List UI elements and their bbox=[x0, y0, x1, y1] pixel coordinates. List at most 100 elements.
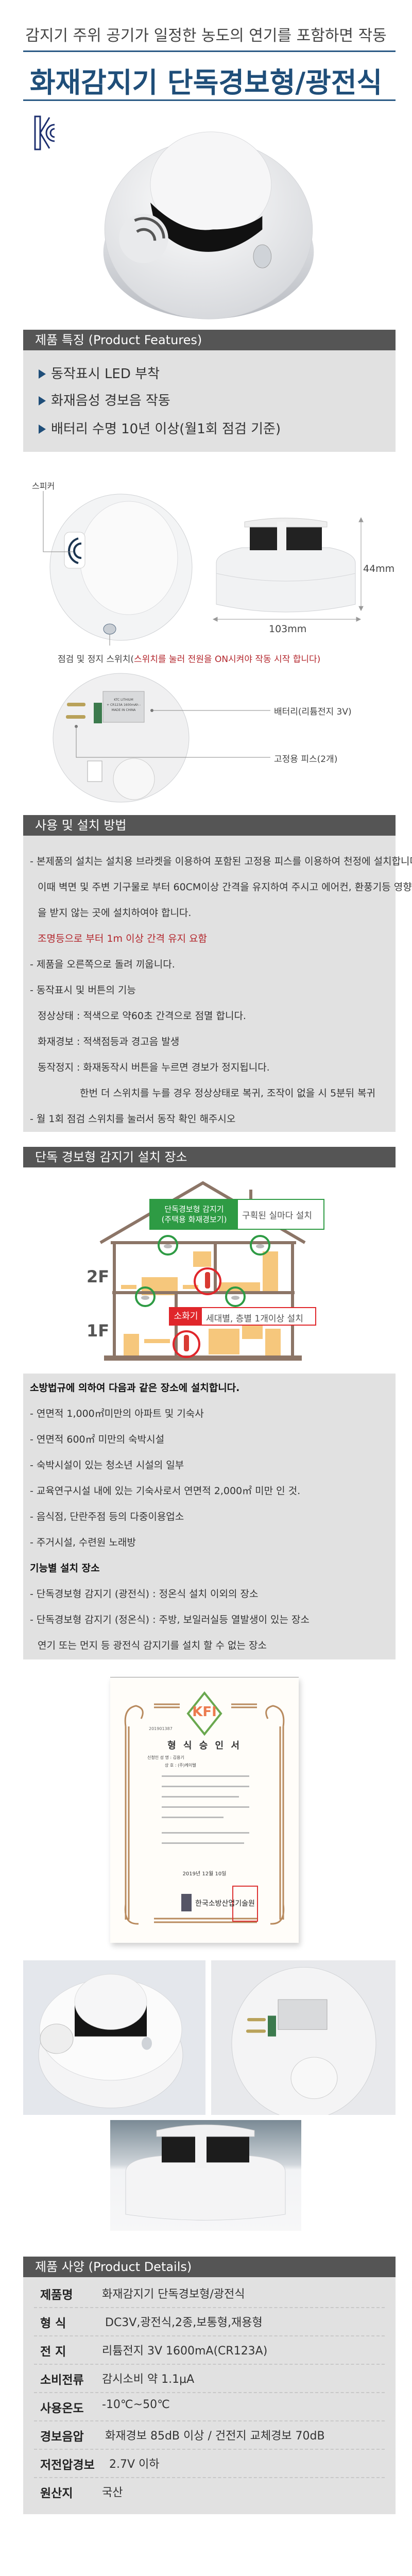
certificate-section: KFI 201901387 형 식 승 인 서 신청인 성 명 : 김용기 상 … bbox=[0, 1675, 412, 1960]
extinguisher-callout: 소화기 세대별, 층별 1개이상 설치 bbox=[169, 1307, 316, 1326]
spec-row: 사용온도 -10℃~50℃ bbox=[34, 2392, 385, 2421]
certificate-issuer: 한국소방산업기술원 bbox=[195, 1900, 255, 1908]
regulation-item: - 음식점, 단란주점 등의 다중이용업소 bbox=[30, 1511, 184, 1522]
spec-row: 저전압경보 2.7V 이하 bbox=[34, 2449, 385, 2478]
usage-line: 을 받지 않는 곳에 설치하여야 합니다. bbox=[38, 907, 192, 919]
spec-label: 소비전류 bbox=[40, 2374, 84, 2387]
regulation-heading: 소방법규에 의하여 다음과 같은 장소에 설치합니다. bbox=[30, 1382, 240, 1394]
spec-value: 화재경보 85dB 이상 / 건전지 교체경보 70dB bbox=[105, 2430, 325, 2443]
extinguisher-title: 소화기 bbox=[170, 1308, 202, 1325]
feature-item: 배터리 수명 10년 이상(월1회 점검 기준) bbox=[39, 421, 281, 437]
features-section: 제품 특징 (Product Features) 동작표시 LED 부착 화재음… bbox=[0, 330, 412, 452]
spec-row: 소비전류 감시소비 약 1.1μA bbox=[34, 2364, 385, 2393]
speaker-label: 스피커 bbox=[32, 481, 55, 491]
detector-marker bbox=[250, 1235, 270, 1256]
header-section: 감지기 주위 공기가 일정한 농도의 연기를 포함하면 작동 화재감지기 단독경… bbox=[0, 0, 412, 330]
certificate-number: 201901387 bbox=[149, 1726, 173, 1731]
specs-section: 제품 사양 (Product Details) 제품명 화재감지기 단독경보형/광… bbox=[0, 2257, 412, 2524]
spec-value: 감시소비 약 1.1μA bbox=[102, 2373, 195, 2386]
location-heading: 단독 경보형 감지기 설치 장소 bbox=[23, 1147, 396, 1167]
usage-box bbox=[23, 836, 396, 1132]
dimension-arrows bbox=[212, 517, 364, 622]
spec-row: 제품명 화재감지기 단독경보형/광전식 bbox=[34, 2279, 385, 2308]
detector-callout: 단독경보형 감지기 (주택용 화재경보기) 구획된 실마다 설치 bbox=[149, 1199, 324, 1230]
usage-line: - 동작표시 및 버튼의 기능 bbox=[30, 985, 136, 996]
certificate-field: 상 호 : (주)케이텔 bbox=[165, 1763, 196, 1768]
regulation-item: - 연면적 1,000㎡미만의 아파트 및 기숙사 bbox=[30, 1408, 204, 1419]
triangle-bullet-icon bbox=[39, 369, 46, 379]
detector-title: 단독경보형 감지기 bbox=[164, 1205, 224, 1214]
photo-side-view bbox=[110, 2120, 301, 2231]
usage-warning: 조명등으로 부터 1m 이상 간격 유지 요함 bbox=[38, 933, 208, 944]
battery-print-line: + CR123A 1600mAh - bbox=[107, 703, 141, 707]
extinguisher-desc: 세대별, 층별 1개이상 설치 bbox=[206, 1314, 303, 1324]
certificate-frame bbox=[124, 1691, 285, 1925]
regulation-item: - 숙박시설이 있는 청소년 시설의 일부 bbox=[30, 1460, 184, 1471]
function-item: - 단독경보형 감지기 (정온식) : 주방, 보일러실등 열발생이 있는 장소 bbox=[30, 1614, 310, 1625]
switch-caption: 점검 및 정지 스위치(스위치를 눌러 전원을 ON시켜야 작동 시작 합니다) bbox=[58, 654, 321, 665]
floor-label-1f: 1F bbox=[87, 1321, 110, 1341]
spec-value: 2.7V 이하 bbox=[109, 2458, 160, 2471]
hero-product-image bbox=[103, 131, 314, 319]
house-installation-diagram bbox=[99, 1181, 306, 1361]
certificate-title: 형 식 승 인 서 bbox=[167, 1740, 242, 1751]
side-view-product-image bbox=[216, 518, 356, 613]
regulation-box bbox=[23, 1374, 396, 1659]
furniture-illustration bbox=[121, 1251, 281, 1357]
spec-row: 형 식 DC3V,광전식,2종,보통형,재용형 bbox=[34, 2307, 385, 2336]
spec-value: DC3V,광전식,2종,보통형,재용형 bbox=[105, 2316, 263, 2329]
features-heading: 제품 특징 (Product Features) bbox=[23, 330, 396, 350]
feature-item: 화재음성 경보음 작동 bbox=[39, 393, 170, 409]
page-title: 화재감지기 단독경보형/광전식 bbox=[29, 66, 383, 99]
usage-heading: 사용 및 설치 방법 bbox=[23, 815, 396, 836]
spec-row: 원산지 국산 bbox=[34, 2477, 385, 2505]
features-box bbox=[23, 350, 396, 452]
usage-line: 동작정지 : 화재동작시 버튼을 누르면 경보가 정지됩니다. bbox=[38, 1062, 270, 1073]
usage-line: 화재경보 : 적색점등과 경고음 발생 bbox=[38, 1036, 180, 1047]
screws-label: 고정용 피스(2개) bbox=[274, 754, 338, 765]
detector-desc: 구획된 실마다 설치 bbox=[242, 1211, 312, 1221]
spec-value: -10℃~50℃ bbox=[102, 2398, 170, 2411]
feature-item: 동작표시 LED 부착 bbox=[39, 366, 160, 382]
kfi-logo: KFI bbox=[192, 1704, 217, 1720]
spec-label: 전 지 bbox=[40, 2345, 66, 2359]
certificate-date: 2019년 12월 10일 bbox=[182, 1871, 227, 1877]
height-dimension: 44mm bbox=[363, 563, 395, 574]
spec-label: 원산지 bbox=[40, 2487, 73, 2500]
regulation-item: - 연면적 600㎡ 미만의 숙박시설 bbox=[30, 1434, 165, 1445]
kc-certification-logo bbox=[34, 115, 55, 150]
detector-marker bbox=[225, 1286, 246, 1307]
spec-value: 국산 bbox=[102, 2486, 123, 2499]
type-approval-certificate: KFI 201901387 형 식 승 인 서 신청인 성 명 : 김용기 상 … bbox=[110, 1677, 299, 1943]
spec-label: 제품명 bbox=[40, 2289, 73, 2302]
spec-value: 화재감지기 단독경보형/광전식 bbox=[102, 2288, 245, 2301]
photos-section bbox=[0, 1960, 412, 2257]
spec-row: 전 지 리튬전지 3V 1600mA(CR123A) bbox=[34, 2335, 385, 2365]
spec-label: 저전압경보 bbox=[40, 2459, 95, 2472]
usage-line: 한번 더 스위치를 누를 경우 정상상태로 복귀, 조작이 없을 시 5분뒤 복… bbox=[80, 1088, 376, 1099]
extinguisher-marker bbox=[194, 1267, 221, 1295]
title-rule-bottom bbox=[23, 99, 396, 101]
usage-section: 사용 및 설치 방법 - 본제품의 설치는 설치용 브라켓을 이용하여 포함된 … bbox=[0, 815, 412, 1147]
title-rule-top bbox=[23, 50, 396, 52]
floor-label-2f: 2F bbox=[87, 1267, 110, 1286]
top-view-product-image bbox=[43, 491, 193, 646]
regulation-item: - 주거시설, 수련원 노래방 bbox=[30, 1537, 136, 1548]
spec-label: 형 식 bbox=[40, 2317, 66, 2330]
detector-marker bbox=[135, 1286, 156, 1307]
triangle-bullet-icon bbox=[39, 396, 46, 405]
detector-marker bbox=[158, 1235, 178, 1256]
battery-label: 배터리(리튬전지 3V) bbox=[274, 707, 352, 717]
spec-value: 리튬전지 3V 1600mA(CR123A) bbox=[102, 2345, 268, 2358]
detector-title-block: 단독경보형 감지기 (주택용 화재경보기) bbox=[150, 1200, 238, 1229]
function-item: 연기 또는 먼지 등 광전식 감지기를 설치 할 수 없는 장소 bbox=[38, 1640, 267, 1651]
usage-line: 정상상태 : 적색으로 약60초 간격으로 점멸 합니다. bbox=[38, 1010, 246, 1022]
specs-heading: 제품 사양 (Product Details) bbox=[23, 2257, 396, 2277]
specs-table bbox=[23, 2277, 396, 2514]
battery-print-line: MADE IN CHINA bbox=[112, 708, 136, 712]
spec-label: 사용온도 bbox=[40, 2402, 84, 2415]
battery-print-line: KTC LITHIUM bbox=[114, 698, 133, 702]
certificate-field: 신청인 성 명 : 김용기 bbox=[147, 1755, 184, 1760]
extinguisher-marker bbox=[173, 1330, 200, 1358]
